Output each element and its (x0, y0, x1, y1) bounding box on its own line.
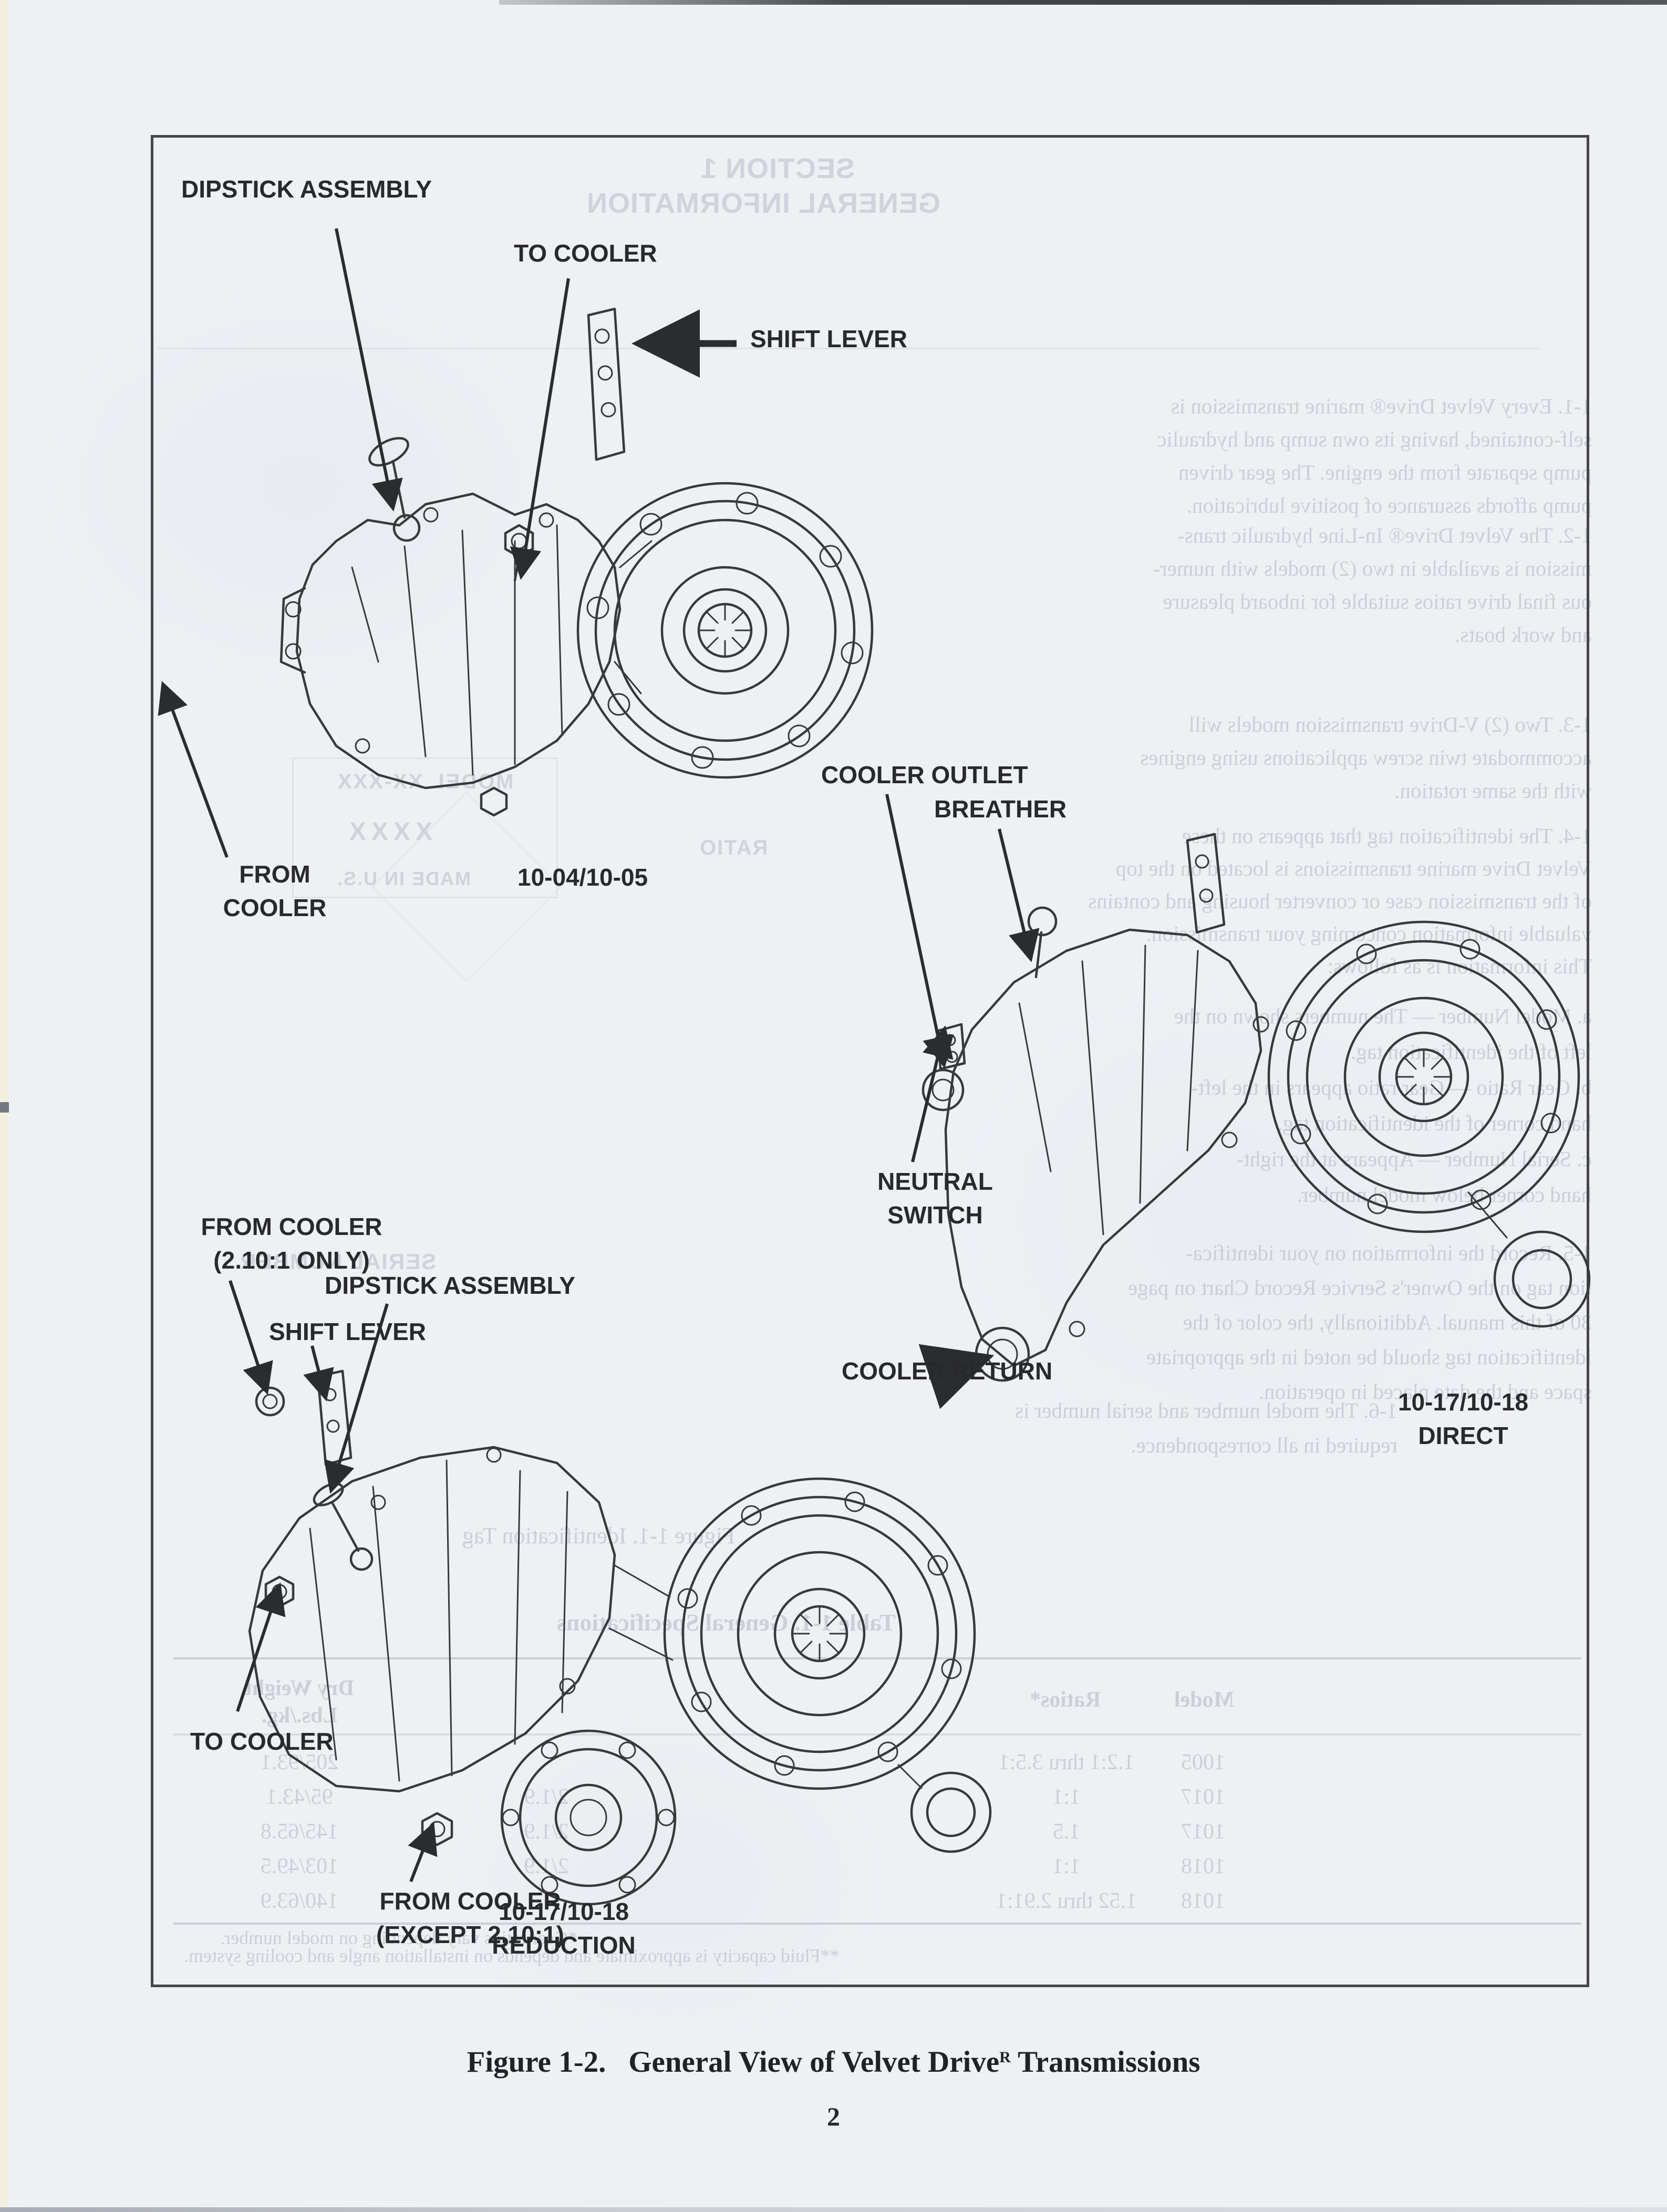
label-to-cooler-top: TO COOLER (514, 240, 657, 267)
scan-edge-dash (0, 1102, 9, 1113)
figure-caption: Figure 1-2. General View of Velvet Drive… (0, 2045, 1667, 2079)
label-model-10-04-10-05: 10-04/10-05 (517, 864, 648, 891)
figure-caption-number: Figure 1-2. (467, 2045, 606, 2079)
label-from-cooler-except-line1: FROM COOLER (379, 1887, 561, 1915)
label-dipstick-assembly-bottom: DIPSTICK ASSEMBLY (325, 1272, 576, 1299)
label-model-direct-line2: DIRECT (1418, 1422, 1508, 1449)
label-neutral-switch-line1: NEUTRAL (877, 1168, 993, 1195)
figure-caption-tail: Transmissions (1018, 2045, 1200, 2079)
scan-fold-line (158, 348, 1539, 349)
scan-edge-top-strip (499, 0, 1667, 5)
label-breather: BREATHER (934, 795, 1067, 823)
label-model-10-17-10-18-reduction: 10-17/10-18 REDUCTION (467, 1895, 661, 1962)
transmission-drawing-reduction (248, 1369, 992, 1906)
bleedthrough-table-rule-bottom (173, 1923, 1581, 1925)
bleedthrough-table-rule-header (173, 1733, 1581, 1736)
label-cooler-outlet: COOLER OUTLET (821, 761, 1028, 788)
label-from-cooler-210-only: FROM COOLER (2.10:1 ONLY) (173, 1210, 410, 1277)
label-model-10-17-10-18-direct: 10-17/10-18 DIRECT (1366, 1385, 1560, 1452)
label-cooler-return: COOLER RETURN (842, 1357, 1053, 1385)
transmission-drawing-vdrive-direct (921, 833, 1591, 1382)
label-neutral-switch: NEUTRAL SWITCH (859, 1165, 1011, 1232)
scan-edge-bottom-strip (0, 2207, 1667, 2212)
label-dipstick-assembly-top: DIPSTICK ASSEMBLY (181, 175, 432, 203)
label-from-cooler-except-210: FROM COOLER (EXCEPT 2.10:1) (344, 1884, 596, 1951)
label-from-cooler-except-line2: (EXCEPT 2.10:1) (376, 1921, 564, 1948)
transmission-drawing-inline-1004-1005 (279, 307, 874, 817)
label-from-cooler-line1: FROM (239, 860, 310, 888)
label-from-cooler-210-line2: (2.10:1 ONLY) (213, 1247, 370, 1274)
label-from-cooler: FROM COOLER (199, 857, 351, 925)
label-to-cooler-bottom: TO COOLER (190, 1728, 334, 1755)
bleedthrough-id-tag-outline (292, 757, 558, 898)
label-model-reduction-line2: REDUCTION (492, 1931, 636, 1959)
figure-border-frame (151, 135, 1589, 1987)
label-shift-lever-top: SHIFT LEVER (750, 325, 908, 352)
label-shift-lever-bottom: SHIFT LEVER (269, 1318, 427, 1345)
label-model-direct-line1: 10-17/10-18 (1397, 1388, 1529, 1416)
label-neutral-switch-line2: SWITCH (887, 1201, 983, 1229)
label-from-cooler-210-line1: FROM COOLER (201, 1213, 382, 1240)
registered-mark: R (999, 2049, 1011, 2066)
label-model-reduction-line1: 10-17/10-18 (498, 1898, 629, 1925)
label-from-cooler-line2: COOLER (223, 894, 327, 921)
page-number: 2 (827, 2102, 840, 2131)
figure-caption-text: General View of Velvet Drive (628, 2045, 1000, 2079)
bleedthrough-table-rule-top (173, 1657, 1581, 1659)
